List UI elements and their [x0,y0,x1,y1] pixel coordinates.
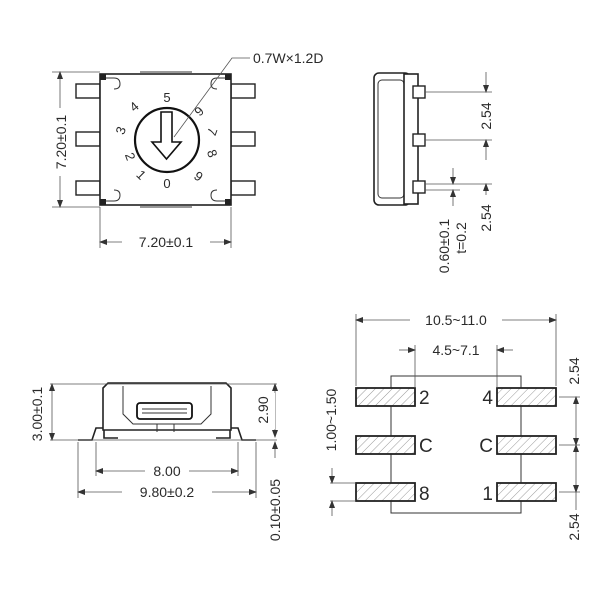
pin-label-right-3: 1 [482,484,493,505]
side-pitch-top: 2.54 [478,102,494,129]
front-outer-width: 9.80±0.2 [140,484,195,500]
footprint-pitch-top: 2.54 [566,357,582,384]
dial-number-2: 2 [122,150,139,162]
side-view: 2.54 2.54 0.60±0.1 t=0.2 [373,72,494,274]
pin-left-1 [75,83,101,99]
pad-left-1 [355,387,416,407]
top-view: 0 1 2 3 4 5 6 7 8 9 0.7W×1.2D 7.20±0.1 7… [52,50,323,250]
pin-label-right-2: C [479,436,493,457]
side-pitch-bottom: 2.54 [478,204,494,231]
pad-right-1 [496,387,557,407]
dial-number-8: 8 [204,147,221,159]
pad-left-2 [355,435,416,455]
dial-number-3: 3 [112,124,129,136]
top-width-dimension: 7.20±0.1 [139,234,194,250]
pad-right-3 [496,482,557,502]
pin-right-2 [230,131,256,147]
dial-number-5: 5 [163,90,170,105]
footprint-outer-span: 10.5~11.0 [425,312,487,328]
slot-callout-label: 0.7W×1.2D [253,50,323,66]
pin-left-3 [75,180,101,196]
side-thickness: t=0.2 [453,222,469,254]
pin-label-right-1: 4 [482,388,493,409]
dial-arrow-icon [150,111,183,161]
front-inner-width: 8.00 [153,463,180,479]
pin-label-left-1: 2 [419,388,430,409]
footprint-pad-height: 1.00~1.50 [323,388,339,451]
pin-left-2 [75,131,101,147]
pin-right-3 [230,180,256,196]
front-view: 3.00±0.1 2.90 0.10±0.05 8.00 9.80±0.2 [29,382,283,541]
pin-label-left-3: 8 [419,484,430,505]
front-height-dimension: 3.00±0.1 [29,387,45,442]
side-pin-width: 0.60±0.1 [436,219,452,274]
pad-right-2 [496,435,557,455]
dial-number-0: 0 [163,176,170,191]
front-body-height: 2.90 [255,396,271,423]
front-actuator [136,402,193,420]
dial-number-7: 7 [204,126,221,138]
front-standoff: 0.10±0.05 [267,479,283,541]
pad-left-3 [355,482,416,502]
footprint-pitch-bottom: 2.54 [566,513,582,540]
footprint-view: 2 C 8 4 C 1 10.5~11.0 4.5~7.1 1.00~1.50 [323,312,582,541]
footprint-inner-span: 4.5~7.1 [432,342,479,358]
pin-label-left-2: C [419,436,433,457]
pin-right-1 [230,83,256,99]
top-height-dimension: 7.20±0.1 [53,115,69,170]
